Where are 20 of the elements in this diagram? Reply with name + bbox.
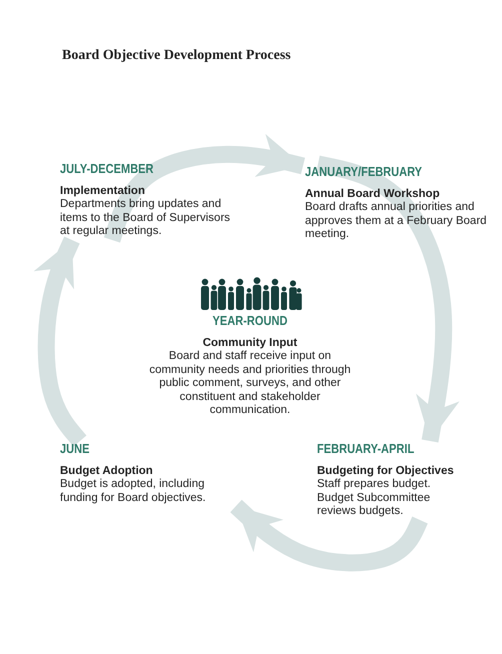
step-title: Budget Adoption — [60, 464, 154, 478]
step-title: Annual Board Workshop — [305, 188, 441, 201]
step-title: Implementation — [60, 184, 146, 198]
step-description: Board and staff receive input on community needs and priorities through public comment, surveys, and other constituent and stakeholder communication. — [148, 350, 352, 418]
cycle-arrow — [230, 500, 428, 572]
step-description: Board drafts annual priorities and approves them at a February Board meeting. — [305, 201, 487, 242]
step-description: Budget is adopted, including funding for Board objectives. — [60, 478, 207, 505]
step-heading: JULY-DECEMBER — [60, 162, 155, 176]
step-description: Departments bring updates and items to the Board of Supervisors at regular meetings. — [60, 198, 232, 238]
step-heading: JUNE — [60, 442, 90, 456]
cycle-arrow — [104, 134, 306, 243]
step-heading: FEBRUARY-APRIL — [317, 442, 416, 456]
step-heading: JANUARY/FEBRUARY — [305, 165, 424, 178]
step-description: Staff prepares budget. Budget Subcommittee reviews budgets. — [317, 478, 432, 518]
step-title: Budgeting for Objectives — [317, 464, 455, 478]
step-title: Community Input — [202, 336, 298, 350]
title: Board Objective Development Process — [62, 48, 291, 64]
cycle-arrow — [34, 236, 86, 447]
cycle-arrow — [316, 156, 460, 442]
step-heading: YEAR-ROUND — [212, 314, 288, 328]
